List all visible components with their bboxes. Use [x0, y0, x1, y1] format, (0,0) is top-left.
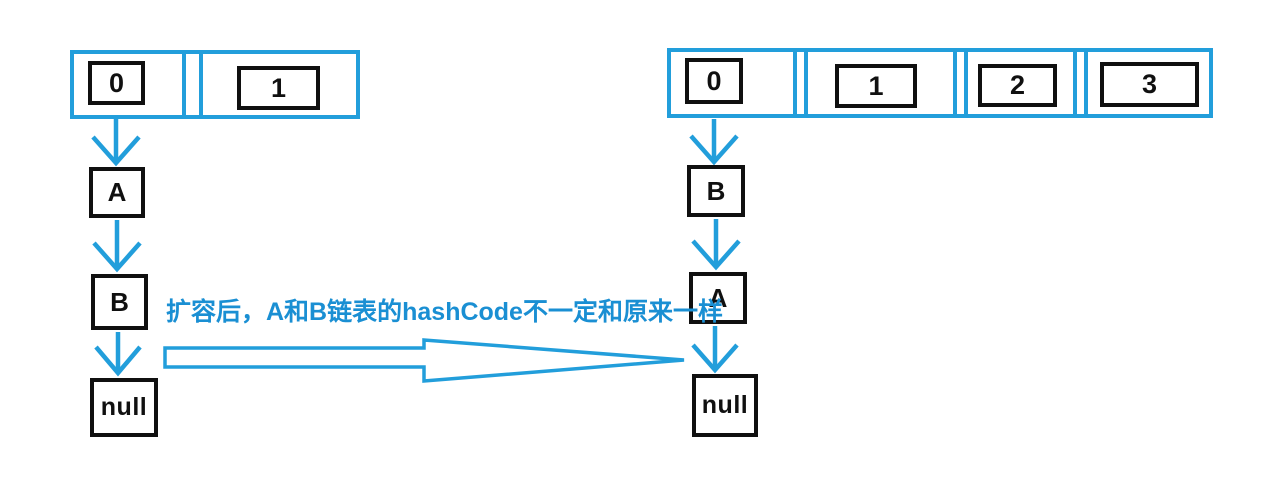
before-table-divider — [199, 54, 203, 115]
node-label: A — [708, 282, 728, 313]
after-table-divider — [964, 52, 968, 114]
after-table-divider — [793, 52, 797, 114]
before-table-divider — [182, 54, 186, 115]
before-table — [70, 50, 360, 119]
node-label: null — [100, 393, 148, 421]
after-bucket-3: 3 — [1100, 62, 1199, 107]
after-table-divider — [804, 52, 808, 114]
down-arrow-icon — [91, 119, 141, 167]
after-table-divider — [953, 52, 957, 114]
bucket-label: 0 — [706, 65, 722, 96]
before-node-B: B — [91, 274, 148, 330]
down-arrow-icon — [691, 326, 739, 374]
resize-block-arrow-icon — [163, 338, 685, 383]
before-bucket-1: 1 — [237, 66, 320, 110]
down-arrow-icon — [92, 220, 142, 273]
bucket-label: 1 — [270, 72, 287, 103]
node-label: A — [107, 177, 127, 207]
node-label: B — [110, 286, 129, 317]
after-table — [667, 48, 1213, 118]
after-node-A: A — [689, 272, 747, 324]
after-bucket-1: 1 — [835, 64, 917, 108]
after-bucket-2: 2 — [978, 64, 1057, 107]
down-arrow-icon — [689, 119, 739, 166]
bucket-label: 3 — [1141, 69, 1158, 99]
bucket-label: 2 — [1009, 70, 1026, 100]
before-bucket-0: 0 — [88, 61, 145, 105]
after-table-divider — [1073, 52, 1077, 114]
bucket-label: 1 — [868, 70, 884, 101]
after-bucket-0: 0 — [685, 58, 743, 104]
before-node-A: A — [89, 167, 145, 218]
down-arrow-icon — [691, 219, 741, 271]
after-node-null: null — [692, 374, 758, 437]
down-arrow-icon — [94, 332, 142, 377]
annotation-text: 扩容后，A和B链表的hashCode不一定和原来一样 — [166, 298, 723, 326]
after-node-B: B — [687, 165, 745, 217]
node-label: null — [701, 391, 749, 419]
before-node-null: null — [90, 378, 158, 437]
node-label: B — [706, 175, 726, 206]
after-table-divider — [1084, 52, 1088, 114]
bucket-label: 0 — [108, 67, 125, 98]
